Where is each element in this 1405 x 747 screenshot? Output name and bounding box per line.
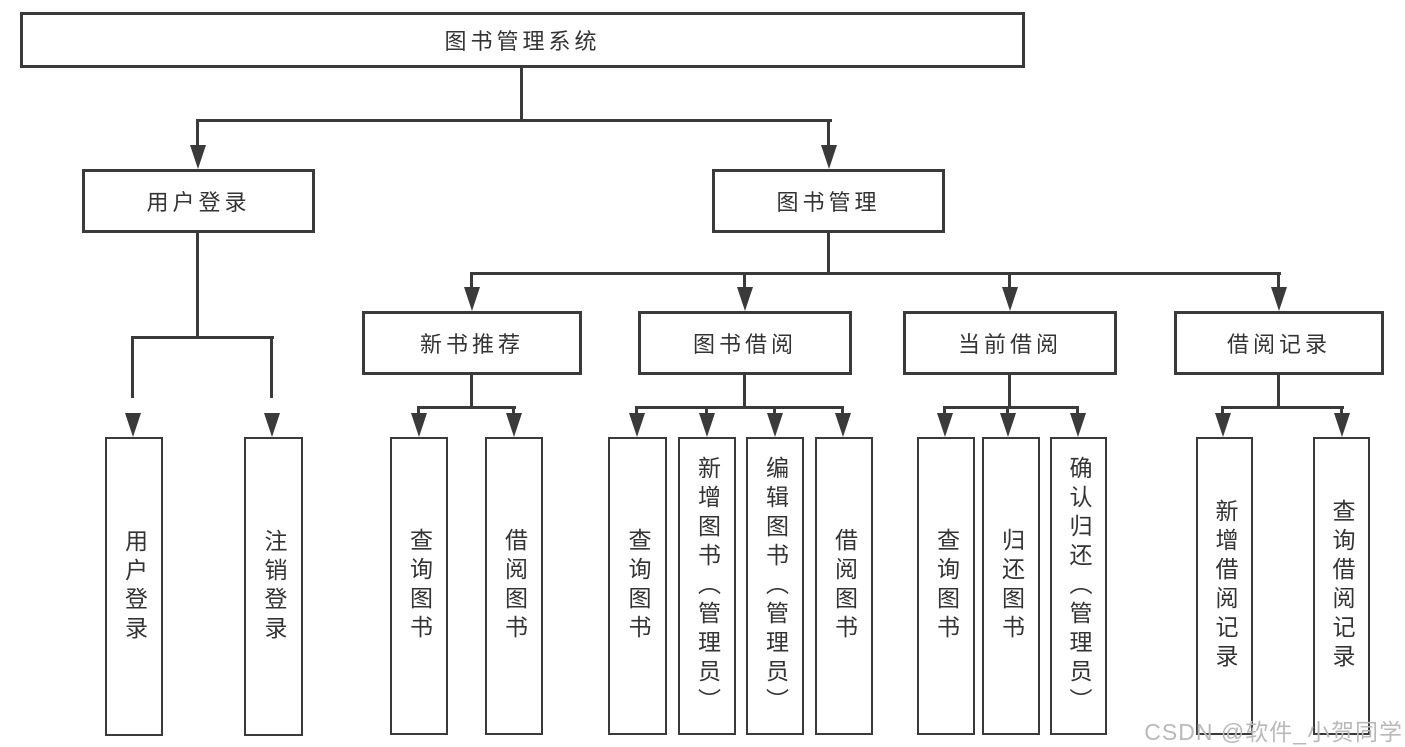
node-cb-confirm-return-admin-label: 确认归还（管理员） <box>1066 455 1092 717</box>
node-cb-return-books-label: 归还图书 <box>998 528 1025 644</box>
connector-line <box>827 119 830 149</box>
node-nbr-borrow-books-label: 借阅图书 <box>501 528 528 644</box>
arrowhead-icon <box>125 413 141 437</box>
connector-line <box>512 406 515 418</box>
node-cb-query-books-label: 查询图书 <box>933 528 960 644</box>
connector-line <box>773 406 776 418</box>
arrowhead-icon <box>937 413 953 437</box>
node-bb-edit-books-admin: 编辑图书（管理员） <box>746 437 804 735</box>
connector-line <box>1008 375 1011 409</box>
node-book-borrow-label: 图书借阅 <box>692 332 797 357</box>
node-bb-add-books-admin: 新增图书（管理员） <box>678 437 736 735</box>
node-logout-label: 注销登录 <box>261 528 287 645</box>
node-new-book-recommend: 新书推荐 <box>362 311 582 375</box>
connector-line <box>131 336 134 398</box>
connector-line <box>1340 406 1343 418</box>
connector-line <box>520 67 523 120</box>
node-nbr-query-books-label: 查询图书 <box>406 528 433 644</box>
connector-line <box>1076 406 1079 418</box>
arrowhead-icon <box>1070 413 1086 437</box>
arrowhead-icon <box>1334 413 1350 437</box>
node-root-label: 图书管理系统 <box>444 29 601 54</box>
arrowhead-icon <box>737 287 753 311</box>
node-book-borrow: 图书借阅 <box>638 311 852 375</box>
connector-line <box>705 406 708 418</box>
connector-line <box>417 406 420 418</box>
node-bb-borrow-books: 借阅图书 <box>815 437 873 735</box>
node-user-login-leaf: 用户登录 <box>105 437 163 736</box>
node-new-book-recommend-label: 新书推荐 <box>419 332 524 357</box>
node-br-add-record-label: 新增借阅记录 <box>1212 499 1238 673</box>
connector-line <box>270 336 273 398</box>
node-br-query-record: 查询借阅记录 <box>1313 437 1370 735</box>
arrowhead-icon <box>190 145 206 169</box>
arrowhead-icon <box>629 413 645 437</box>
arrowhead-icon <box>411 413 427 437</box>
connector-line <box>743 272 746 290</box>
connector-line <box>470 272 473 290</box>
connector-line <box>196 119 832 122</box>
connector-line <box>1221 406 1344 409</box>
arrowhead-icon <box>1215 413 1231 437</box>
arrowhead-icon <box>464 287 480 311</box>
node-user-login: 用户登录 <box>82 169 315 233</box>
arrowhead-icon <box>767 413 783 437</box>
connector-line <box>131 336 274 339</box>
node-nbr-borrow-books: 借阅图书 <box>485 437 543 735</box>
arrowhead-icon <box>506 413 522 437</box>
arrowhead-icon <box>1002 287 1018 311</box>
connector-line <box>743 375 746 409</box>
connector-line <box>470 375 473 409</box>
node-cb-confirm-return-admin: 确认归还（管理员） <box>1050 437 1107 735</box>
node-borrow-records: 借阅记录 <box>1174 311 1384 375</box>
connector-line <box>1277 272 1280 290</box>
node-current-borrow: 当前借阅 <box>903 311 1117 375</box>
connector-line <box>196 233 199 339</box>
node-user-login-label: 用户登录 <box>146 190 251 215</box>
arrowhead-icon <box>1271 287 1287 311</box>
node-cb-query-books: 查询图书 <box>917 437 975 735</box>
node-borrow-records-label: 借阅记录 <box>1226 332 1331 357</box>
node-bb-borrow-books-label: 借阅图书 <box>831 528 858 644</box>
node-bb-query-books: 查询图书 <box>608 437 667 735</box>
arrowhead-icon <box>835 413 851 437</box>
node-bb-edit-books-admin-label: 编辑图书（管理员） <box>762 455 789 717</box>
connector-line <box>841 406 844 418</box>
connector-line <box>470 272 1281 275</box>
connector-line <box>1006 406 1009 418</box>
arrowhead-icon <box>699 413 715 437</box>
node-br-add-record: 新增借阅记录 <box>1196 437 1253 735</box>
connector-line <box>417 406 516 409</box>
node-user-login-leaf-label: 用户登录 <box>121 528 148 645</box>
connector-line <box>1008 272 1011 290</box>
connector-line <box>827 233 830 274</box>
arrowhead-icon <box>264 413 280 437</box>
connector-line <box>1277 375 1280 409</box>
connector-line <box>943 406 946 418</box>
node-br-query-record-label: 查询借阅记录 <box>1329 499 1355 673</box>
arrowhead-icon <box>1000 413 1016 437</box>
connector-line <box>635 406 844 409</box>
node-bb-query-books-label: 查询图书 <box>625 528 651 644</box>
node-book-management-label: 图书管理 <box>776 190 881 215</box>
arrowhead-icon <box>821 145 837 169</box>
connector-line <box>943 406 1079 409</box>
connector-line <box>196 119 199 149</box>
node-cb-return-books: 归还图书 <box>982 437 1040 735</box>
connector-line <box>635 406 638 418</box>
connector-line <box>1221 406 1224 418</box>
node-bb-add-books-admin-label: 新增图书（管理员） <box>694 455 721 717</box>
node-book-management: 图书管理 <box>712 169 945 233</box>
watermark: CSDN @软件_小贺同学 <box>1144 719 1403 745</box>
node-root: 图书管理系统 <box>20 12 1025 68</box>
node-current-borrow-label: 当前借阅 <box>957 332 1062 357</box>
node-logout: 注销登录 <box>244 437 303 736</box>
node-nbr-query-books: 查询图书 <box>390 437 448 735</box>
